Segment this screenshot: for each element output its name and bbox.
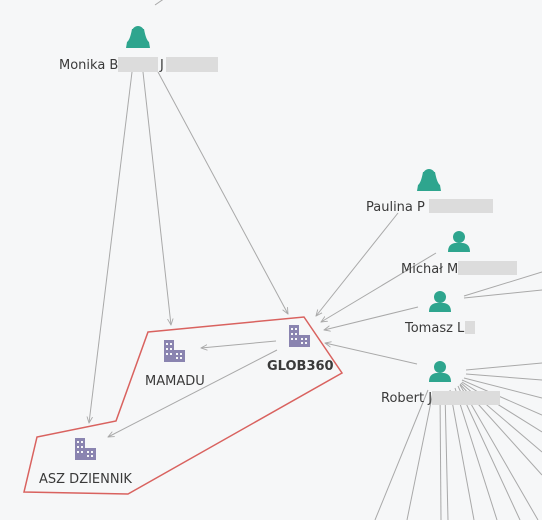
person-node-monika[interactable]: Monika B J bbox=[59, 26, 218, 73]
person-node-robert[interactable]: Robert J bbox=[381, 361, 500, 406]
building-icon bbox=[289, 325, 310, 347]
company-node-asz-dziennik[interactable]: ASZ DZIENNIK bbox=[39, 438, 132, 487]
redaction-bar bbox=[432, 391, 500, 405]
person-name: Tomasz L bbox=[404, 321, 465, 336]
redaction-bar bbox=[458, 261, 517, 275]
redaction-bar bbox=[118, 57, 158, 72]
edge-robert-out-4 bbox=[461, 379, 542, 416]
edge-robert-out-12 bbox=[444, 391, 449, 520]
person-name: Monika B bbox=[59, 58, 118, 73]
edge-robert-out-13 bbox=[439, 391, 442, 520]
edge-tomasz-out-1 bbox=[463, 271, 542, 297]
edge-robert-glob360 bbox=[325, 343, 418, 365]
edges bbox=[89, 0, 542, 520]
edge-glob360-asz bbox=[108, 349, 278, 437]
building-icon bbox=[75, 438, 96, 460]
redaction-bar bbox=[166, 57, 218, 72]
edge-michal-glob360 bbox=[321, 252, 437, 322]
person-icon bbox=[126, 26, 150, 48]
edge-robert-out-5 bbox=[461, 381, 542, 433]
edge-robert-out-8 bbox=[459, 384, 539, 520]
person-name: Paulina P bbox=[366, 200, 425, 215]
edge-paulina-glob360 bbox=[316, 212, 399, 316]
edge-robert-out-1 bbox=[465, 362, 542, 371]
person-name: Michał M bbox=[401, 262, 458, 277]
company-name: MAMADU bbox=[145, 374, 205, 389]
company-name: ASZ DZIENNIK bbox=[39, 472, 132, 487]
edge-robert-out-14 bbox=[406, 391, 434, 520]
person-icon bbox=[448, 231, 470, 252]
selection-outline bbox=[23, 316, 344, 495]
edge-tomasz-glob360 bbox=[324, 306, 419, 330]
company-node-mamadu[interactable]: MAMADU bbox=[145, 340, 205, 389]
edge-robert-out-3 bbox=[463, 377, 542, 399]
redaction-bar bbox=[465, 321, 475, 334]
person-node-paulina[interactable]: Paulina P bbox=[366, 169, 493, 215]
building-icon bbox=[164, 340, 185, 362]
edge-tomasz-out-2 bbox=[463, 289, 542, 299]
edge-monika-mamadu bbox=[142, 71, 171, 325]
person-icon bbox=[429, 291, 451, 312]
person-name: Robert J bbox=[381, 391, 432, 406]
edge-robert-out-11 bbox=[449, 389, 475, 520]
edge-robert-out-15 bbox=[374, 389, 429, 520]
edge-monika-top bbox=[154, 0, 164, 6]
person-node-michal[interactable]: Michał M bbox=[401, 231, 517, 277]
edge-monika-glob360 bbox=[157, 71, 288, 314]
edge-robert-out-2 bbox=[465, 373, 542, 381]
redaction-bar bbox=[429, 199, 493, 213]
person-name-extra: J bbox=[159, 58, 164, 73]
person-icon bbox=[429, 361, 451, 382]
company-name: GLOB360 bbox=[267, 359, 334, 374]
edge-robert-out-9 bbox=[457, 385, 521, 520]
edge-robert-out-10 bbox=[454, 387, 498, 520]
person-icon bbox=[417, 169, 441, 191]
company-node-glob360[interactable]: GLOB360 bbox=[267, 325, 334, 374]
edge-glob360-mamadu bbox=[201, 340, 277, 348]
edge-monika-asz bbox=[89, 71, 133, 423]
person-node-tomasz[interactable]: Tomasz L bbox=[404, 291, 475, 336]
